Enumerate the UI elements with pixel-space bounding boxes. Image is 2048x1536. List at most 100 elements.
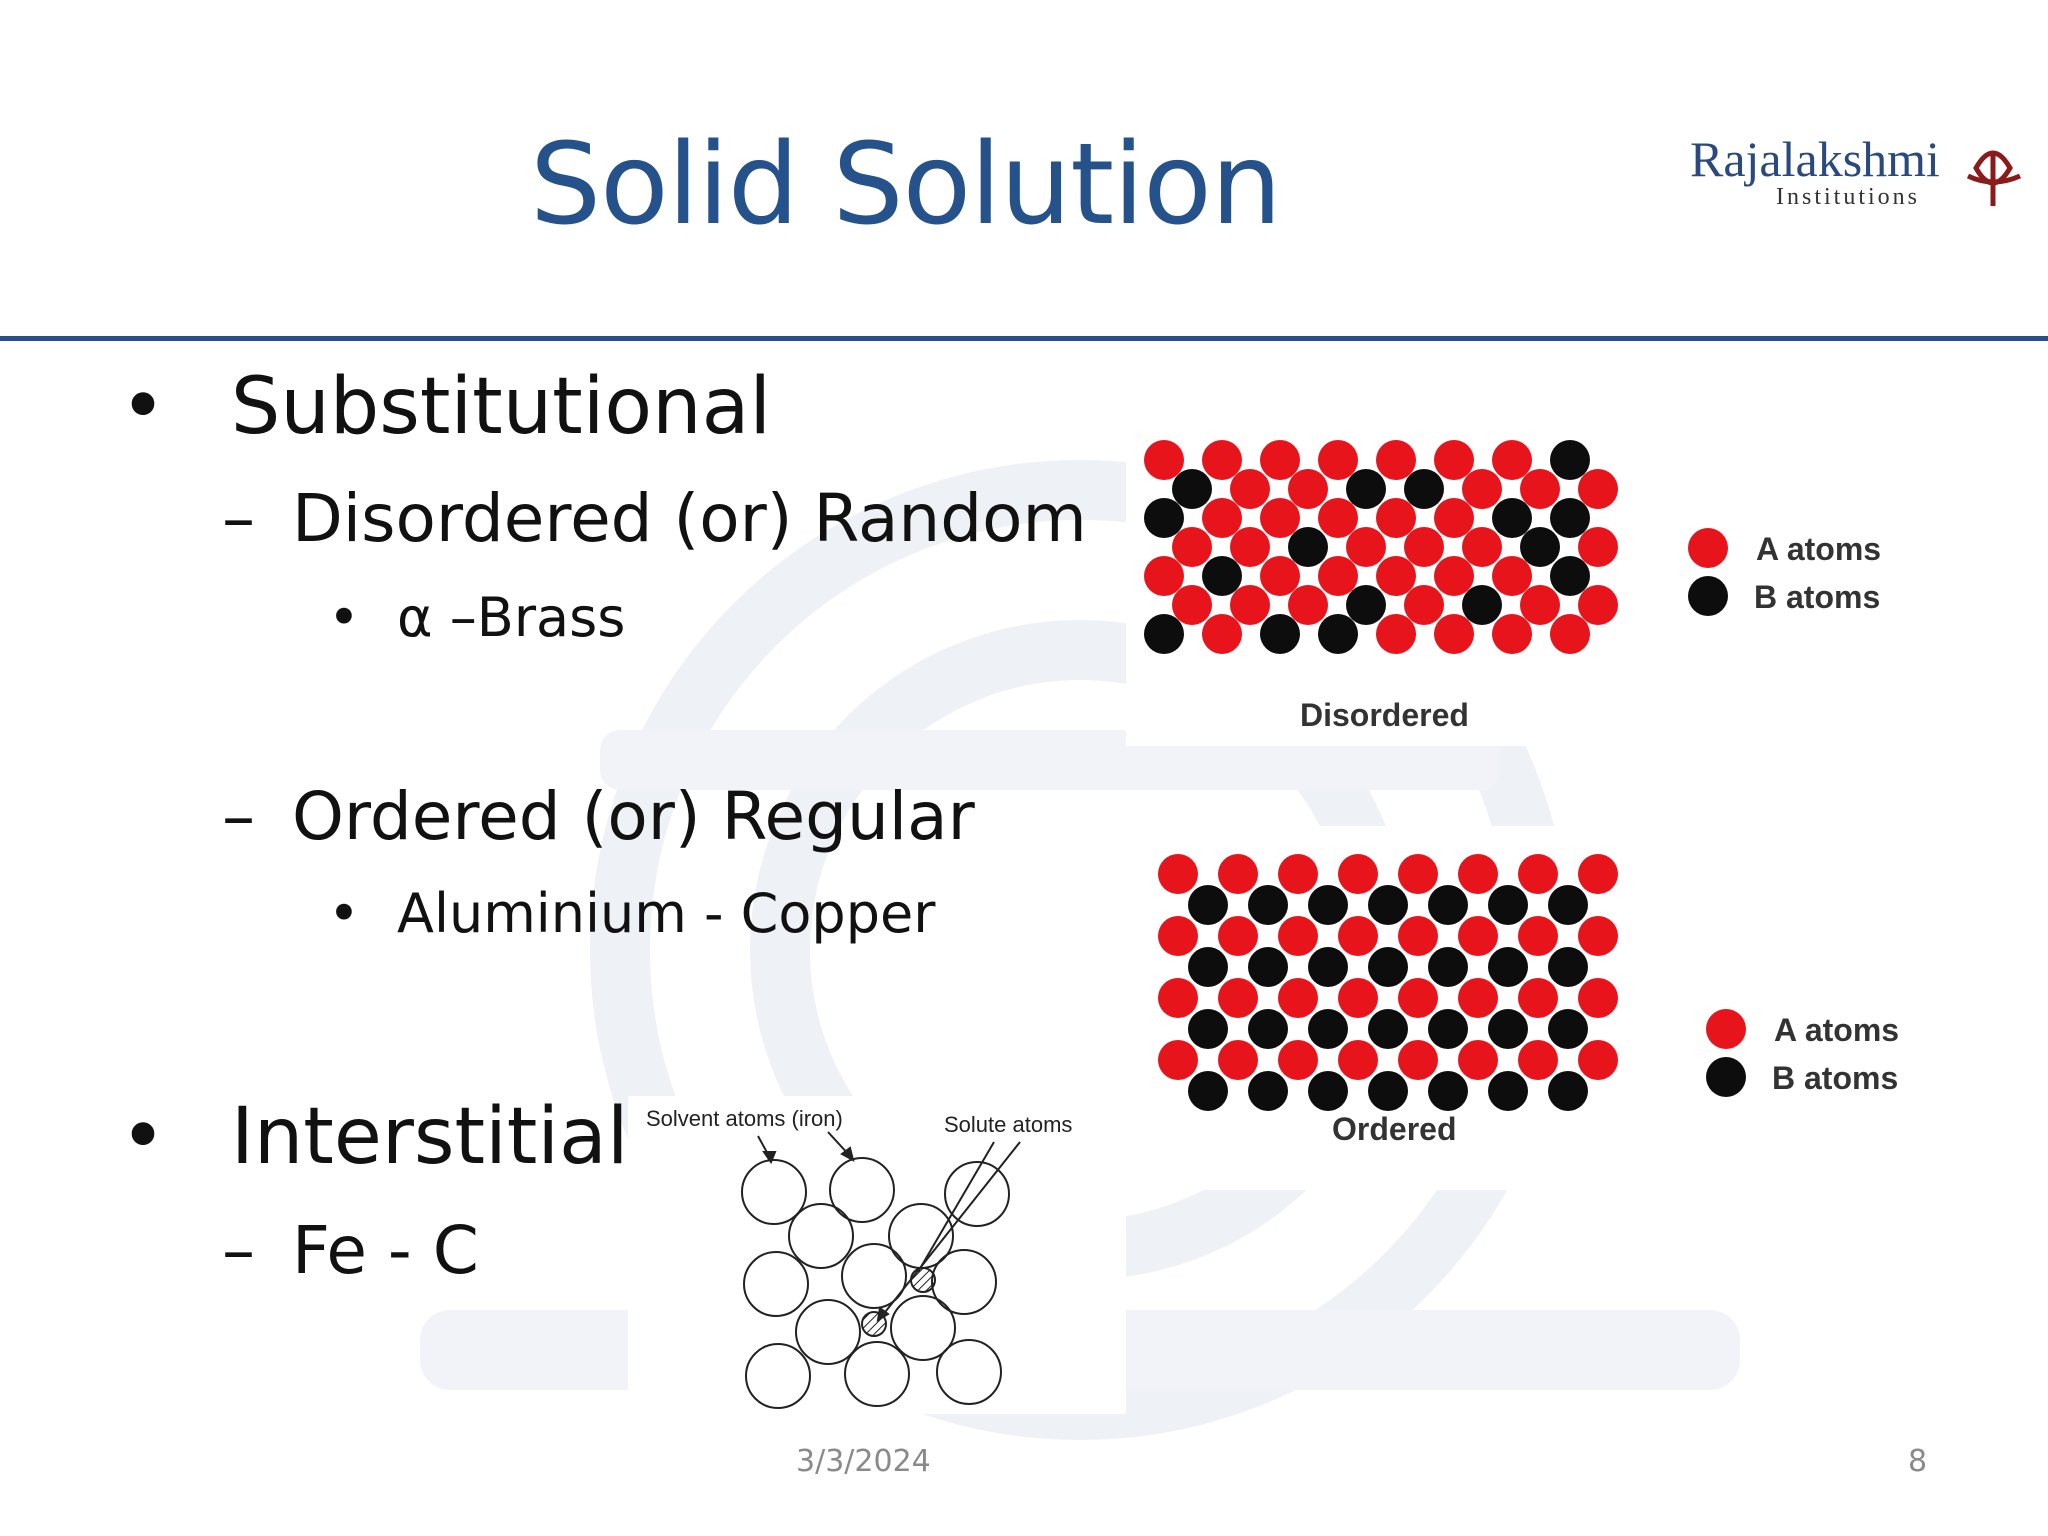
a-atom [1158,1040,1198,1080]
a-atom [1172,585,1212,625]
b-atom [1492,498,1532,538]
dash: – [222,1212,255,1289]
a-atom [1260,556,1300,596]
disordered-lattice-figure: A atoms B atoms Disordered [1126,426,1916,746]
b-atom [1368,947,1408,987]
legend-b-label: B atoms [1772,1060,1898,1096]
a-atom [1278,916,1318,956]
a-atom [1346,527,1386,567]
a-atom [1462,469,1502,509]
a-atom [1458,1040,1498,1080]
bullet-substitutional: • Substitutional [120,362,771,452]
dash: – [222,778,255,855]
figure-caption: Disordered [1300,697,1469,733]
b-atom [1428,947,1468,987]
bullet-text: Substitutional [230,362,772,452]
a-atom [1518,978,1558,1018]
a-atom [1144,556,1184,596]
a-atom [1278,978,1318,1018]
a-atom [1520,469,1560,509]
bullet-dot: • [120,362,167,452]
title-underline [0,336,2048,341]
lotus-mark-icon [1966,150,2022,206]
a-atom [1398,1040,1438,1080]
b-atom [1308,1071,1348,1111]
b-atom [1308,885,1348,925]
a-atom [1578,527,1618,567]
a-atom [1202,440,1242,480]
a-atom [1518,1040,1558,1080]
a-atom [1404,585,1444,625]
solvent-label: Solvent atoms (iron) [646,1106,843,1131]
a-atom [1434,440,1474,480]
a-atom [1376,440,1416,480]
subbullet-ordered: – Ordered (or) Regular [222,778,975,855]
legend-b-marker [1706,1057,1746,1097]
b-atom [1550,556,1590,596]
a-atom [1278,854,1318,894]
a-atom [1218,1040,1258,1080]
subbullet-text: Disordered (or) Random [291,480,1087,557]
pointer-arrows [757,1131,1021,1322]
bullet-text: Interstitial [230,1092,629,1182]
a-atom [1338,916,1378,956]
a-atom [1218,916,1258,956]
b-atom [1368,1071,1408,1111]
a-atom [1398,978,1438,1018]
a-atom [1434,498,1474,538]
b-atom [1248,947,1288,987]
b-atom [1488,1009,1528,1049]
a-atom [1338,854,1378,894]
slide-title: Solid Solution [530,120,1282,250]
a-atom [1278,1040,1318,1080]
b-atom [1288,527,1328,567]
bullet-dot: • [328,882,360,945]
subbullet-text: Ordered (or) Regular [291,778,975,855]
bullet-interstitial: • Interstitial [120,1092,629,1182]
a-atom [1404,527,1444,567]
a-atom [1376,498,1416,538]
a-atom [1578,978,1618,1018]
a-atom [1376,614,1416,654]
a-atom [1434,556,1474,596]
svg-text:Rajalakshmi: Rajalakshmi [1690,131,1940,187]
ordered-lattice-figure: A atoms B atoms Ordered [1126,826,1916,1190]
a-atom [1462,527,1502,567]
legend-a-marker [1706,1009,1746,1049]
a-atom [1158,916,1198,956]
interstitial-lattice-figure: Solvent atoms (iron) Solute atoms [628,1096,1126,1414]
b-atom [1308,1009,1348,1049]
svg-text:Institutions: Institutions [1776,184,1920,210]
b-atom [1428,1071,1468,1111]
a-atom [1458,978,1498,1018]
a-atom [1398,916,1438,956]
footer-date: 3/3/2024 [796,1444,931,1479]
a-atom [1144,440,1184,480]
a-atom [1458,916,1498,956]
solute-label: Solute atoms [944,1112,1072,1137]
b-atom [1188,1071,1228,1111]
a-atom [1520,585,1560,625]
b-atom [1188,885,1228,925]
subsubbullet-text: α –Brass [397,586,626,649]
subsubbullet-text: Aluminium - Copper [397,882,936,945]
b-atom [1202,556,1242,596]
a-atom [1492,440,1532,480]
a-atom [1202,498,1242,538]
subbullet-fec: – Fe - C [222,1212,479,1289]
subbullet-text: Fe - C [291,1212,479,1289]
subsubbullet-alcu: • Aluminium - Copper [328,882,935,945]
a-atom [1202,614,1242,654]
a-atom [1260,498,1300,538]
b-atom [1520,527,1560,567]
b-atom [1144,498,1184,538]
a-atom [1260,440,1300,480]
legend-a-label: A atoms [1774,1012,1899,1048]
a-atom [1492,614,1532,654]
b-atom [1318,614,1358,654]
dash: – [222,480,255,557]
b-atom [1488,947,1528,987]
b-atom [1404,469,1444,509]
b-atom [1346,585,1386,625]
b-atom [1548,1071,1588,1111]
